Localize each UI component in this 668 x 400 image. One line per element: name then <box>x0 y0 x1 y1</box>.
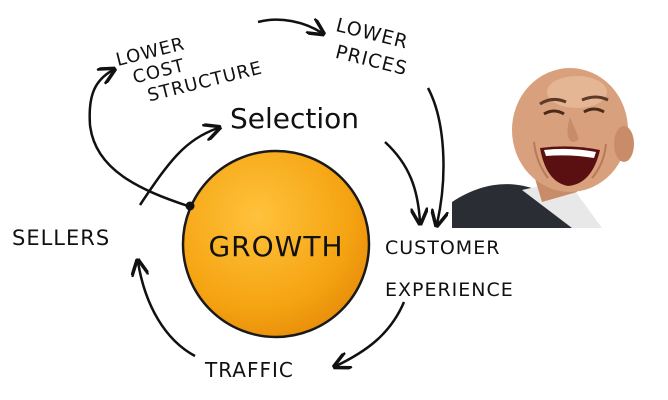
arrow-customer-to-traffic <box>336 301 406 366</box>
customer-line1: CUSTOMER <box>385 237 500 259</box>
growth-circle <box>181 149 371 339</box>
arrow-growth-to-lower-cost <box>88 70 189 208</box>
pivot-dot <box>185 201 195 211</box>
customer-line2: EXPERIENCE <box>385 279 514 301</box>
laughing-man-photo <box>452 62 668 228</box>
arrow-selection-to-customer <box>384 141 420 222</box>
lower-prices-label: LOWER PRICES <box>333 14 410 80</box>
arrow-traffic-to-sellers <box>138 262 196 358</box>
arrow-lower-cost-to-lower-prices <box>257 20 322 33</box>
arrow-lower-prices-to-customer <box>426 87 443 224</box>
suit-shape <box>452 184 572 228</box>
sellers-label: SELLERS <box>12 226 110 250</box>
traffic-label: TRAFFIC <box>204 358 294 382</box>
growth-label: GROWTH <box>208 230 343 263</box>
lower-cost-structure-label: LOWER COST STRUCTURE <box>114 34 265 107</box>
selection-label: Selection <box>230 102 359 135</box>
